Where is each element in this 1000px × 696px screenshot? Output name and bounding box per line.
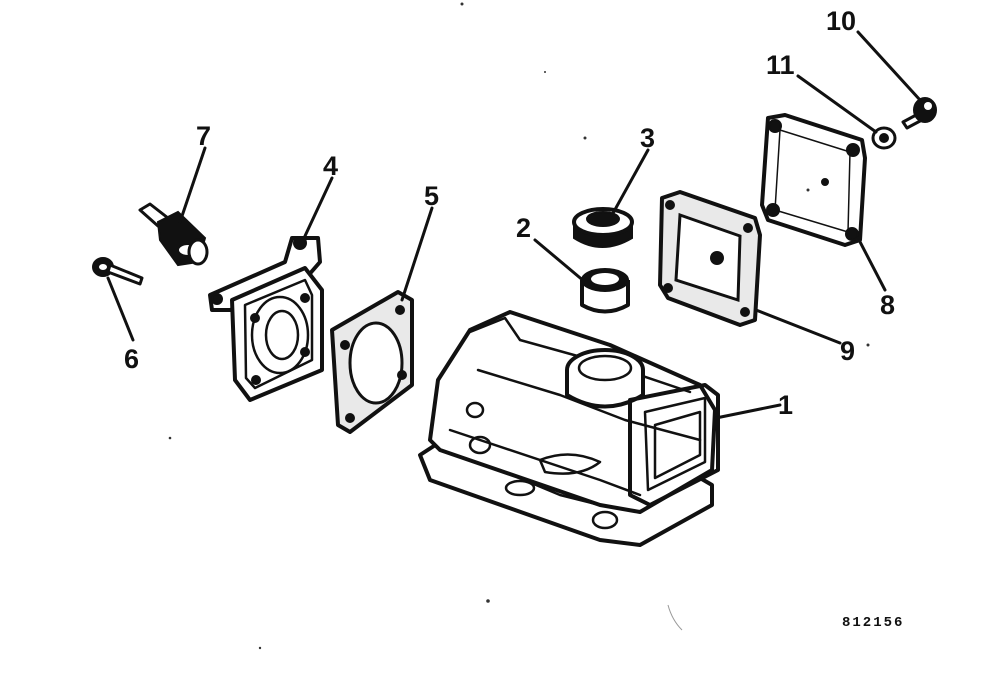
part-9-cover-gasket xyxy=(658,190,762,327)
part-1-housing xyxy=(418,310,720,547)
part-2-bushing xyxy=(580,268,630,314)
callout-11: 11 xyxy=(766,50,795,80)
part-8-cover-plate xyxy=(760,113,867,247)
callout-3: 3 xyxy=(640,123,655,153)
leader-line-1 xyxy=(714,403,782,420)
part-7-fitting xyxy=(138,202,209,267)
leader-line-6 xyxy=(106,276,135,342)
callout-9: 9 xyxy=(840,336,855,366)
leader-line-10 xyxy=(856,30,922,102)
part-11-washer xyxy=(871,126,897,150)
scan-specks xyxy=(168,2,870,650)
leader-line-5 xyxy=(400,206,434,302)
callout-10: 10 xyxy=(826,6,856,36)
callout-2: 2 xyxy=(516,213,531,243)
figure-code: 812156 xyxy=(842,615,904,631)
callout-4: 4 xyxy=(323,151,338,181)
leader-line-2 xyxy=(533,238,587,284)
part-4-end-flange xyxy=(208,236,324,402)
callout-7: 7 xyxy=(196,121,211,151)
leader-line-11 xyxy=(796,74,878,134)
callout-5: 5 xyxy=(424,181,439,211)
leader-line-9 xyxy=(754,308,842,345)
leader-line-8 xyxy=(856,236,887,292)
callout-1: 1 xyxy=(778,390,793,420)
leader-line-7 xyxy=(178,146,207,224)
leader-line-4 xyxy=(303,176,334,238)
callout-8: 8 xyxy=(880,290,895,320)
part-3-seal xyxy=(572,207,634,248)
part-10-screw xyxy=(901,97,937,130)
part-6-bolt xyxy=(92,257,144,286)
leader-line-3 xyxy=(610,148,650,217)
part-5-flange-gasket xyxy=(330,290,414,434)
callout-6: 6 xyxy=(124,344,139,374)
